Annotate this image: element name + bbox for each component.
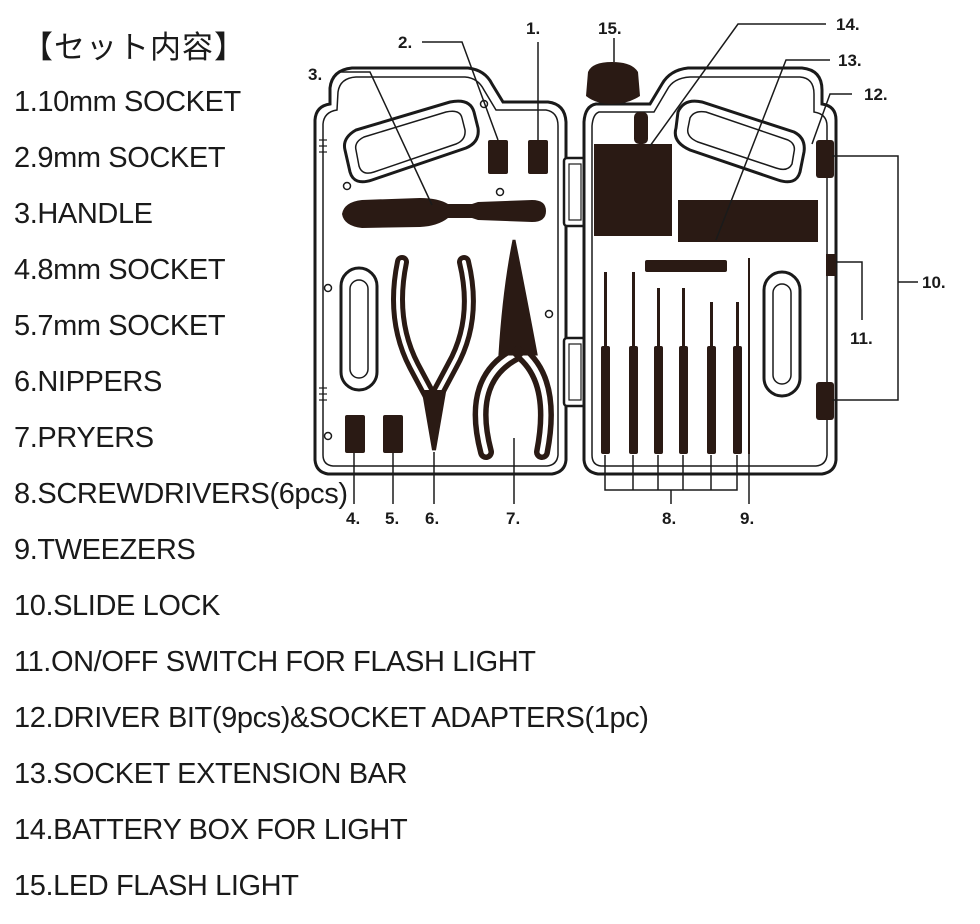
nippers-tool: [391, 255, 476, 451]
socket-8mm: [345, 415, 365, 453]
case-right-slot: [762, 270, 802, 398]
led-flash-light: [586, 62, 648, 144]
callout-12: 12.: [864, 85, 888, 104]
case-left-slot: [339, 266, 379, 392]
socket-10mm: [528, 140, 548, 174]
list-item: 8.SCREWDRIVERS(6pcs): [14, 478, 348, 510]
callout-1: 1.: [526, 19, 540, 38]
callout-7: 7.: [506, 509, 520, 528]
case-right-handle-window: [673, 99, 806, 184]
callout-9: 9.: [740, 509, 754, 528]
case-left-edge-ridges: [319, 139, 327, 401]
list-item: 4.8mm SOCKET: [14, 254, 226, 286]
callout-5: 5.: [385, 509, 399, 528]
list-item: 3.HANDLE: [14, 198, 153, 230]
callout-14: 14.: [836, 15, 860, 34]
case-hinge: [562, 156, 588, 408]
contents-list: 1.10mm SOCKET 2.9mm SOCKET 3.HANDLE 4.8m…: [14, 82, 649, 922]
socket-extension-bar: [678, 200, 818, 242]
callout-10: 10.: [922, 273, 946, 292]
handle-tool: [342, 198, 546, 228]
list-item: 15.LED FLASH LIGHT: [14, 870, 299, 902]
case-left-handle-window: [343, 99, 480, 184]
socket-7mm: [383, 415, 403, 453]
list-item: 5.7mm SOCKET: [14, 310, 226, 342]
callout-2: 2.: [398, 33, 412, 52]
list-item: 7.PRYERS: [14, 422, 154, 454]
callout-8: 8.: [662, 509, 676, 528]
slide-lock-top: [816, 140, 834, 178]
list-item: 2.9mm SOCKET: [14, 142, 226, 174]
list-item: 1.10mm SOCKET: [14, 86, 241, 118]
list-item: 13.SOCKET EXTENSION BAR: [14, 758, 408, 790]
callout-3: 3.: [308, 65, 322, 84]
list-item: 11.ON/OFF SWITCH FOR FLASH LIGHT: [14, 646, 536, 678]
screwdrivers: [601, 272, 742, 454]
list-item: 10.SLIDE LOCK: [14, 590, 220, 622]
slide-lock-bottom: [816, 382, 834, 420]
on-off-switch: [826, 254, 836, 276]
callout-15: 15.: [598, 19, 622, 38]
callout-6: 6.: [425, 509, 439, 528]
pliers-tool: [472, 239, 554, 460]
leader-lines: [340, 23, 918, 504]
page-title: 【セット内容】: [22, 30, 246, 66]
list-item: 14.BATTERY BOX FOR LIGHT: [14, 814, 408, 846]
list-item: 6.NIPPERS: [14, 366, 162, 398]
socket-9mm: [488, 140, 508, 174]
battery-box: [594, 144, 672, 236]
callout-11: 11.: [850, 329, 873, 348]
driver-bit-holder: [645, 260, 727, 272]
list-item: 12.DRIVER BIT(9pcs)&SOCKET ADAPTERS(1pc): [14, 702, 649, 734]
list-item: 9.TWEEZERS: [14, 534, 196, 566]
callout-4: 4.: [346, 509, 360, 528]
callout-labels: 15. 2. 1. 14. 13. 12. 3. 10. 11. 4. 5. 6…: [308, 15, 946, 528]
callout-13: 13.: [838, 51, 862, 70]
